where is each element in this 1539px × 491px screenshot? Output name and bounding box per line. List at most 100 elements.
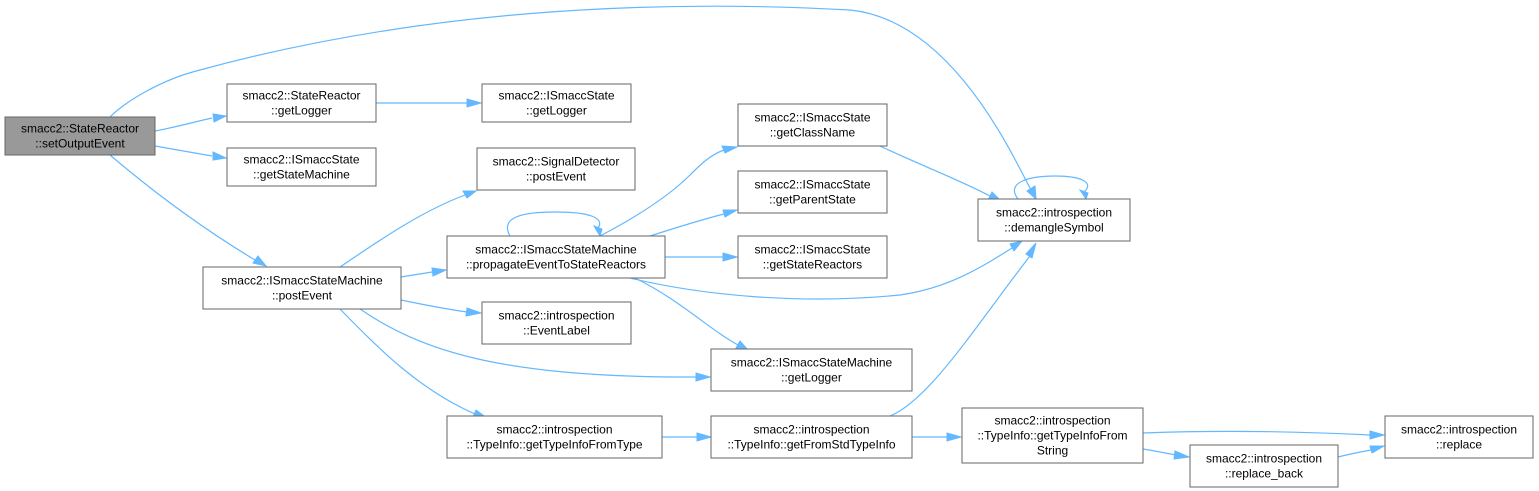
node-intro-eventLabel[interactable]: smacc2::introspection::EventLabel xyxy=(481,301,632,345)
edge-arrowhead xyxy=(1369,430,1386,440)
node-intro-demangle[interactable]: smacc2::introspection::demangleSymbol xyxy=(977,198,1131,242)
edge-arrowhead xyxy=(1369,445,1386,454)
edge-line xyxy=(1142,448,1177,456)
edge-root-to-is-getStateMachine xyxy=(154,145,228,161)
edge-line xyxy=(109,154,256,261)
node-label-line: ::getLogger xyxy=(526,104,587,118)
node-box xyxy=(446,235,666,279)
node-label-line: smacc2::ISmaccState xyxy=(754,243,870,257)
edge-line xyxy=(507,211,601,237)
edge-line xyxy=(634,277,739,346)
node-box xyxy=(737,170,888,214)
edge-ti-fromString-to-intro-replace xyxy=(1142,430,1386,440)
edge-arrowhead xyxy=(252,255,268,267)
node-box xyxy=(481,83,632,123)
edge-ti-fromStd-to-ti-fromString xyxy=(912,432,963,442)
node-ti-fromType[interactable]: smacc2::introspection::TypeInfo::getType… xyxy=(446,415,663,459)
edge-ti-fromString-to-intro-replace-back xyxy=(1142,448,1191,460)
edge-arrowhead xyxy=(466,98,483,108)
node-label-line: ::demangleSymbol xyxy=(1004,221,1103,235)
edge-arrowhead xyxy=(696,432,713,442)
node-ism-getLogger[interactable]: smacc2::ISmaccStateMachine::getLogger xyxy=(710,348,913,392)
edge-arrowhead xyxy=(695,372,712,382)
edge-ism-postEvent-to-sd-postEvent xyxy=(339,190,478,268)
edge-arrowhead xyxy=(946,432,963,442)
edge-arrowhead xyxy=(721,145,739,154)
edge-line xyxy=(1013,175,1089,200)
edge-line xyxy=(154,117,213,132)
edge-line xyxy=(889,255,1031,417)
node-ti-fromStd[interactable]: smacc2::introspection::TypeInfo::getFrom… xyxy=(710,415,913,459)
node-box xyxy=(4,116,156,156)
edge-ism-postEvent-to-ti-fromType xyxy=(339,308,489,419)
node-box xyxy=(737,235,888,279)
node-box xyxy=(1189,444,1339,488)
node-label-line: smacc2::introspection xyxy=(496,423,612,437)
node-is-getLogger[interactable]: smacc2::ISmaccState::getLogger xyxy=(481,83,632,123)
node-ti-fromString[interactable]: smacc2::introspection::TypeInfo::getType… xyxy=(961,407,1144,464)
node-label-line: smacc2::ISmaccStateMachine xyxy=(221,274,383,288)
node-label-line: ::TypeInfo::getTypeInfoFrom xyxy=(977,429,1127,443)
edge-line xyxy=(339,308,476,415)
node-label-line: smacc2::StateReactor xyxy=(242,89,360,103)
node-label-line: ::TypeInfo::getTypeInfoFromType xyxy=(466,438,642,452)
call-graph-edges xyxy=(109,5,1386,460)
edge-intro-replace-back-to-intro-replace xyxy=(1337,445,1386,458)
node-box xyxy=(961,407,1144,464)
edge-ti-fromStd-to-intro-demangle xyxy=(889,242,1037,417)
node-label-line: smacc2::ISmaccState xyxy=(754,178,870,192)
node-label-line: ::setOutputEvent xyxy=(35,137,125,151)
node-label-line: smacc2::ISmaccState xyxy=(243,153,359,167)
edge-arrowhead xyxy=(722,209,739,218)
node-box xyxy=(226,147,377,187)
edge-arrowhead xyxy=(592,225,603,238)
edge-ism-propagate-to-ism-propagate xyxy=(507,211,603,238)
edge-ism-propagate-to-ism-getLogger xyxy=(634,277,750,351)
call-graph-nodes: smacc2::StateReactor::setOutputEventsmac… xyxy=(4,83,1534,488)
edge-ism-postEvent-to-intro-eventLabel xyxy=(400,299,483,317)
node-label-line: ::EventLabel xyxy=(523,324,590,338)
node-ism-postEvent[interactable]: smacc2::ISmaccStateMachine::postEvent xyxy=(202,266,402,310)
node-label-line: ::getStateMachine xyxy=(253,168,350,182)
node-label-line: ::getClassName xyxy=(770,126,856,140)
node-label-line: smacc2::introspection xyxy=(994,414,1110,428)
edge-arrowhead xyxy=(462,190,478,199)
node-intro-replace[interactable]: smacc2::introspection::replace xyxy=(1384,415,1534,459)
node-label-line: ::replace_back xyxy=(1225,467,1304,481)
edge-line xyxy=(359,308,697,378)
node-ism-propagate[interactable]: smacc2::ISmaccStateMachine::propagateEve… xyxy=(446,235,666,279)
node-label-line: smacc2::ISmaccStateMachine xyxy=(475,243,637,257)
edge-is-getClassName-to-intro-demangle xyxy=(879,145,1003,202)
node-box xyxy=(977,198,1131,242)
node-label-line: ::TypeInfo::getFromStdTypeInfo xyxy=(727,438,895,452)
edge-arrowhead xyxy=(1173,450,1191,460)
node-box xyxy=(476,147,636,191)
node-is-getParentState[interactable]: smacc2::ISmaccState::getParentState xyxy=(737,170,888,214)
node-label-line: smacc2::ISmaccStateMachine xyxy=(731,356,893,370)
edge-ism-postEvent-to-ism-propagate xyxy=(400,267,448,278)
node-is-getStateMachine[interactable]: smacc2::ISmaccState::getStateMachine xyxy=(226,147,377,187)
node-label-line: smacc2::StateReactor xyxy=(21,122,139,136)
edge-line xyxy=(154,145,213,157)
edge-arrowhead xyxy=(212,151,228,161)
edge-intro-demangle-to-intro-demangle xyxy=(1013,175,1089,201)
edge-ism-propagate-to-is-getParentState xyxy=(649,209,739,237)
node-intro-replace-back[interactable]: smacc2::introspection::replace_back xyxy=(1189,444,1339,488)
node-is-getClassName[interactable]: smacc2::ISmaccState::getClassName xyxy=(737,103,888,147)
node-box xyxy=(202,266,402,310)
node-label-line: smacc2::introspection xyxy=(1401,423,1517,437)
edge-line xyxy=(599,149,725,237)
node-label-line: ::getLogger xyxy=(781,371,842,385)
node-box xyxy=(710,415,913,459)
node-sd-postEvent[interactable]: smacc2::SignalDetector::postEvent xyxy=(476,147,636,191)
edge-line xyxy=(400,271,433,278)
node-root: smacc2::StateReactor::setOutputEvent xyxy=(4,116,156,156)
node-box xyxy=(1384,415,1534,459)
node-label-line: ::replace xyxy=(1436,438,1482,452)
node-sr-getLogger[interactable]: smacc2::StateReactor::getLogger xyxy=(226,83,377,123)
edge-arrowhead xyxy=(431,267,448,277)
node-is-getStateReactors[interactable]: smacc2::ISmaccState::getStateReactors xyxy=(737,235,888,279)
edge-ism-propagate-to-is-getStateReactors xyxy=(665,252,739,262)
node-label-line: ::postEvent xyxy=(272,289,333,303)
